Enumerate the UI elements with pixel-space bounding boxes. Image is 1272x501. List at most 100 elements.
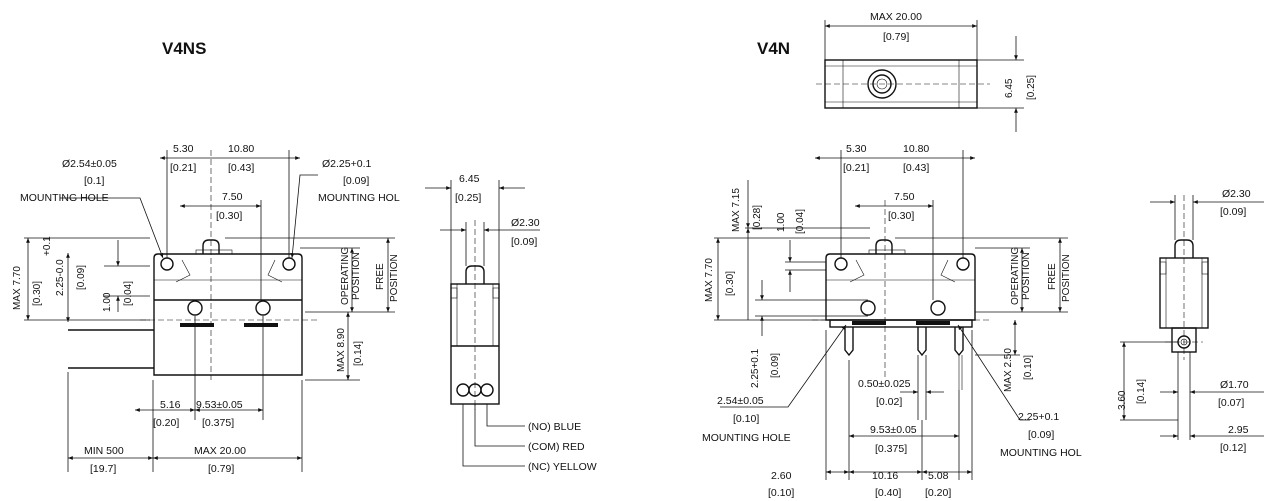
v4n-front-view <box>812 200 990 390</box>
v4n-dim-100-in: [0.04] <box>795 209 806 234</box>
v4ns-hole-right-dia: Ø2.25+0.1 <box>322 158 371 170</box>
v4ns-dim-225-in: [0.09] <box>76 265 87 290</box>
v4n-dim-953: 9.53±0.05 <box>870 424 917 436</box>
v4ns-side-230: Ø2.30 <box>511 217 540 229</box>
v4n-dim-530-in: [0.21] <box>843 162 869 174</box>
v4ns-dim-100: 1.00 <box>102 292 113 312</box>
v4n-dimensions <box>714 150 1068 480</box>
v4n-title: V4N <box>757 39 790 58</box>
v4n-side-170-in: [0.07] <box>1218 397 1244 409</box>
v4n-side-230-in: [0.09] <box>1220 206 1246 218</box>
v4n-dim-1080-in: [0.43] <box>903 162 929 174</box>
v4n-dim-260-in: [0.10] <box>768 487 794 499</box>
v4n-dim-953-in: [0.375] <box>875 443 907 455</box>
v4n-hole-right-label: MOUNTING HOL <box>1000 447 1082 459</box>
v4ns-max770-in: [0.30] <box>32 281 43 306</box>
v4ns-max2000: MAX 20.00 <box>194 445 246 457</box>
v4ns-dim-530: 5.30 <box>173 143 194 155</box>
v4n-labels: 5.30 [0.21] 10.80 [0.43] 7.50 [0.30] MAX… <box>702 143 1082 499</box>
v4n-dim-530: 5.30 <box>846 143 867 155</box>
v4ns-max890-in: [0.14] <box>353 341 364 366</box>
v4ns-max890: MAX 8.90 <box>336 328 347 372</box>
v4ns-wire-com: (COM) RED <box>528 441 585 453</box>
v4ns-dim-516-in: [0.20] <box>153 417 179 429</box>
v4ns-dim-100-in: [0.04] <box>123 281 134 306</box>
v4n-dim-225: 2.25+0.1 <box>750 348 761 388</box>
v4n-side-170: Ø1.70 <box>1220 379 1249 391</box>
v4n-dim-050-in: [0.02] <box>876 396 902 408</box>
v4n-dim-260: 2.60 <box>771 470 792 482</box>
v4ns-dim-1080: 10.80 <box>228 143 254 155</box>
v4n-dim-100: 1.00 <box>776 212 787 232</box>
v4n-dim-1016-in: [0.40] <box>875 487 901 499</box>
v4n-side-360-in: [0.14] <box>1136 379 1147 404</box>
v4n-dim-508: 5.08 <box>928 470 949 482</box>
v4n-dim-508-in: [0.20] <box>925 487 951 499</box>
v4n-top-645: 6.45 <box>1004 78 1015 98</box>
v4n-dim-750-in: [0.30] <box>888 210 914 222</box>
v4n-max250-in: [0.10] <box>1023 355 1034 380</box>
v4n-hole-left-label: MOUNTING HOLE <box>702 432 791 444</box>
v4ns-side-230-in: [0.09] <box>511 236 537 248</box>
v4n-hole-left-dia-in: [0.10] <box>733 413 759 425</box>
v4n-dim-750: 7.50 <box>894 191 915 203</box>
v4ns-hole-right-label: MOUNTING HOL <box>318 192 400 204</box>
v4n-free2: POSITION <box>1061 254 1072 302</box>
v4n-dim-1080: 10.80 <box>903 143 929 155</box>
v4n-max715: MAX 7.15 <box>731 188 742 232</box>
v4n-dim-050: 0.50±0.025 <box>858 378 911 390</box>
v4ns-dim-225: 2.25-0.0 <box>55 259 66 296</box>
v4n-side-295-in: [0.12] <box>1220 442 1246 454</box>
v4ns-dimensions <box>24 150 395 472</box>
v4ns-min500-in: [19.7] <box>90 463 116 475</box>
v4ns-max2000-in: [0.79] <box>208 463 234 475</box>
v4n-top-max2000-in: [0.79] <box>883 31 909 43</box>
v4ns-dim-1080-in: [0.43] <box>228 162 254 174</box>
v4n-free: FREE <box>1047 263 1058 290</box>
v4ns-dim-516: 5.16 <box>160 399 181 411</box>
v4n-side-230: Ø2.30 <box>1222 188 1251 200</box>
v4n-max250: MAX 2.50 <box>1003 348 1014 392</box>
v4n-side-295: 2.95 <box>1228 424 1249 436</box>
v4ns-hole-left-label: MOUNTING HOLE <box>20 192 109 204</box>
v4n-dim-1016: 10.16 <box>872 470 898 482</box>
v4ns-operating: OPERATING <box>340 247 351 305</box>
v4ns-wire-no: (NO) BLUE <box>528 421 581 433</box>
v4ns-max770: MAX 7.70 <box>12 266 23 310</box>
v4ns-dim-530-in: [0.21] <box>170 162 196 174</box>
v4n-hole-right-dia-in: [0.09] <box>1028 429 1054 441</box>
v4ns-side-645-in: [0.25] <box>455 192 481 204</box>
v4ns-free2: POSITION <box>389 254 400 302</box>
v4ns-hole-left-dia: Ø2.54±0.05 <box>62 158 117 170</box>
v4n-top-view: MAX 20.00 [0.79] 6.45 [0.25] <box>816 11 1037 132</box>
v4ns-dim-750-in: [0.30] <box>216 210 242 222</box>
v4ns-min500: MIN 500 <box>84 445 124 457</box>
v4n-top-max2000: MAX 20.00 <box>870 11 922 23</box>
v4ns-side-view: 6.45 [0.25] Ø2.30 [0.09] (NO) BLUE (COM)… <box>425 173 597 473</box>
v4n-side-view: Ø2.30 [0.09] 3.60 [0.14] Ø1.70 [0.07] 2.… <box>1117 188 1264 454</box>
v4n-hole-right-dia: 2.25+0.1 <box>1018 411 1059 423</box>
v4ns-labels: Ø2.54±0.05 [0.1] MOUNTING HOLE Ø2.25+0.1… <box>12 143 400 475</box>
v4n-max715-in: [0.28] <box>752 205 763 230</box>
v4n-operating: OPERATING <box>1010 247 1021 305</box>
v4n-operating2: POSITION <box>1021 252 1032 300</box>
v4ns-front-view <box>68 150 320 380</box>
v4ns-drawing: V4NS <box>12 39 597 475</box>
v4ns-free: FREE <box>375 263 386 290</box>
v4ns-dim-225-tol: +0.1 <box>42 236 53 256</box>
v4n-max770: MAX 7.70 <box>704 258 715 302</box>
v4n-dim-225-in: [0.09] <box>770 353 781 378</box>
v4ns-title: V4NS <box>162 39 206 58</box>
v4ns-dim-953: 9.53±0.05 <box>196 399 243 411</box>
v4ns-hole-right-dia-in: [0.09] <box>343 175 369 187</box>
v4n-side-360: 3.60 <box>1117 390 1128 410</box>
v4n-top-645-in: [0.25] <box>1026 75 1037 100</box>
v4ns-dim-750: 7.50 <box>222 191 243 203</box>
v4ns-dim-953-in: [0.375] <box>202 417 234 429</box>
v4n-hole-left-dia: 2.54±0.05 <box>717 395 764 407</box>
v4ns-side-645: 6.45 <box>459 173 480 185</box>
v4n-drawing: V4N MAX 20.00 [0.79] 6.45 [0.25] <box>702 11 1264 499</box>
v4ns-wire-nc: (NC) YELLOW <box>528 461 597 473</box>
v4ns-operating2: POSITION <box>351 252 362 300</box>
